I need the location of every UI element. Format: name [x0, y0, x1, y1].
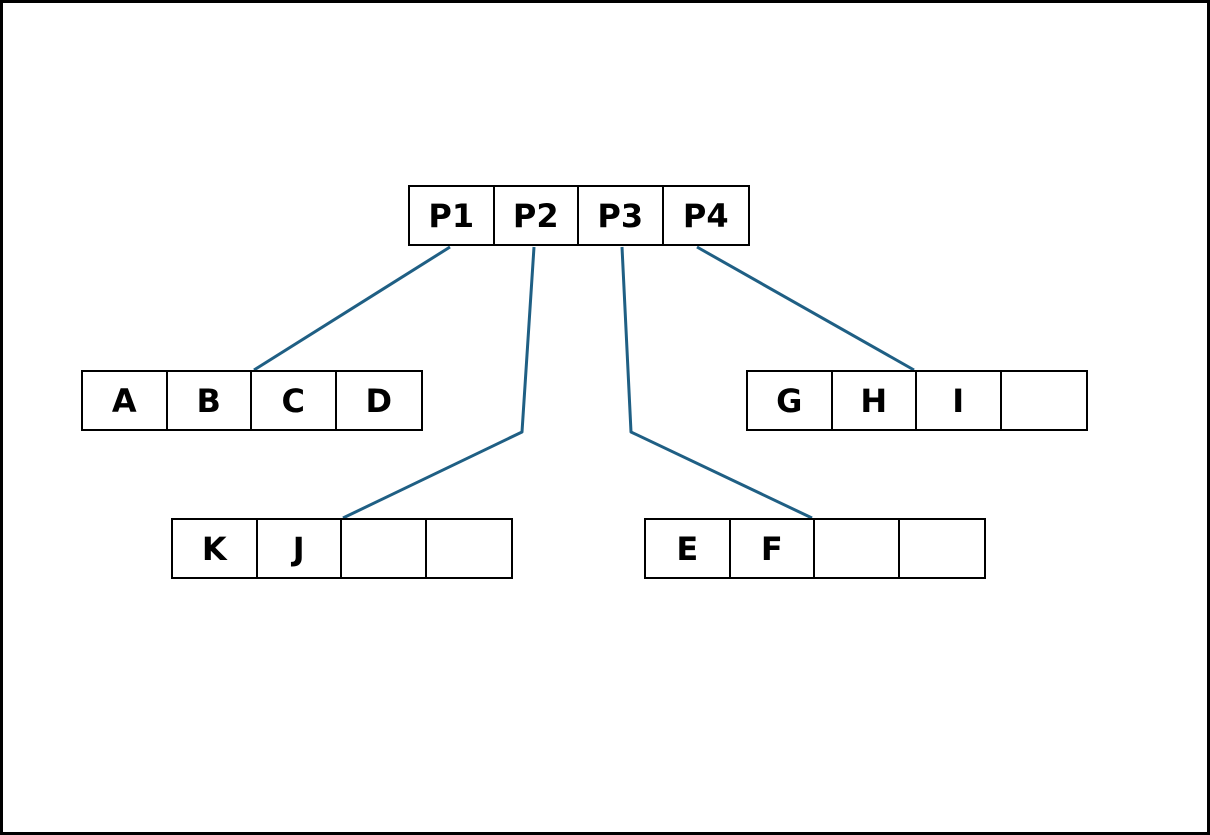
arrow-p4-to-ghi	[696, 245, 915, 372]
node-cell: I	[917, 372, 1002, 429]
child-node-abcd: A B C D	[81, 370, 423, 431]
child-node-kj: K J	[171, 518, 513, 579]
node-cell: E	[646, 520, 731, 577]
node-cell-empty	[900, 520, 985, 577]
child-node-ghi: G H I	[746, 370, 1088, 431]
node-cell: J	[258, 520, 342, 577]
root-cell-p3: P3	[579, 187, 664, 244]
node-cell: F	[731, 520, 815, 577]
node-cell: H	[833, 372, 917, 429]
node-cell: A	[83, 372, 168, 429]
root-cell-p1: P1	[410, 187, 495, 244]
node-cell: C	[252, 372, 337, 429]
child-node-ef: E F	[644, 518, 986, 579]
node-cell-empty	[1002, 372, 1087, 429]
root-cell-p2: P2	[495, 187, 579, 244]
node-cell-empty	[815, 520, 900, 577]
node-cell: D	[365, 381, 393, 420]
node-cell-empty	[427, 520, 512, 577]
root-cell-p4: P4	[682, 196, 729, 235]
root-node: P1 P2 P3 P4	[408, 185, 750, 246]
node-cell-empty	[342, 520, 427, 577]
node-cell: K	[173, 520, 258, 577]
arrow-p1-to-abcd	[253, 245, 451, 372]
node-cell: B	[168, 372, 252, 429]
node-cell: G	[748, 372, 833, 429]
